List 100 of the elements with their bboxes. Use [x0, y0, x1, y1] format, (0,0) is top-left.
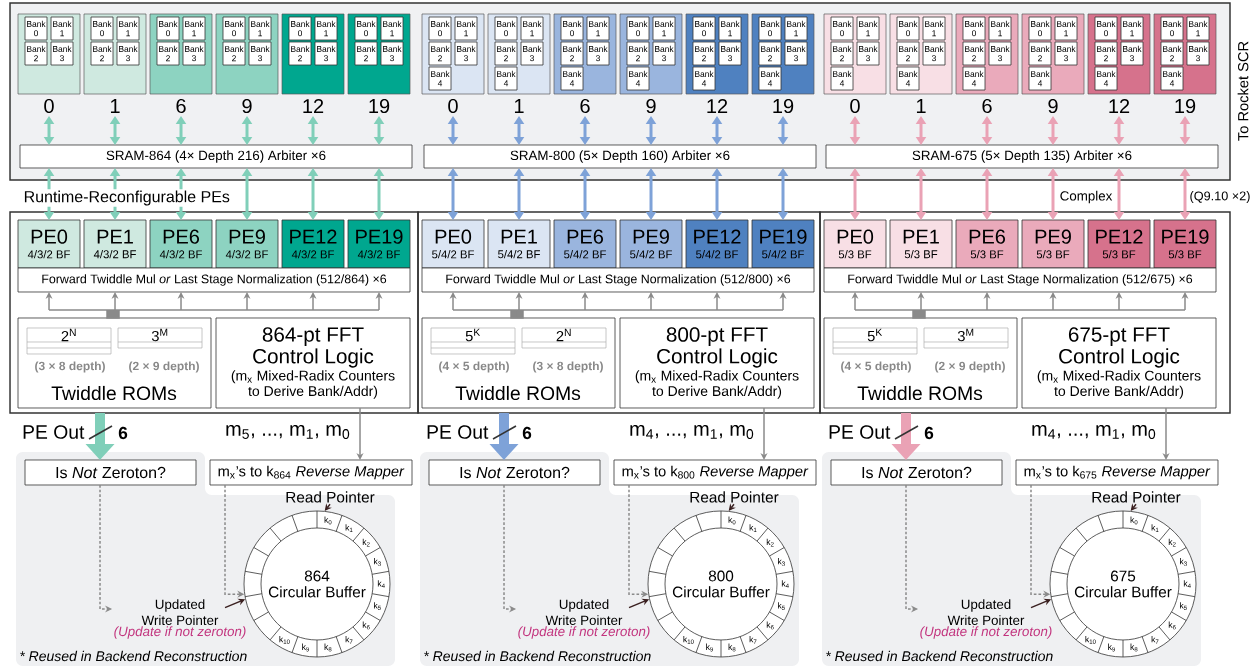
pe-box: PE12 5/4/2 BF — [685, 219, 749, 269]
bank-box: Bank 4 — [896, 66, 920, 91]
block-number: 6 — [580, 98, 590, 114]
segment-label: k$_{9}$ — [1108, 643, 1116, 652]
bank-box: Bank 0 — [494, 16, 518, 41]
segment-label: k$_{9}$ — [706, 643, 714, 652]
pe-box: PE6 5/4/2 BF — [553, 219, 617, 269]
block-number: 1 — [916, 99, 926, 113]
reverse-mapper-box: m$_{x}$’s to k$_{864}$ Reverse Mapper — [209, 459, 413, 486]
bank-box: Bank 0 — [156, 16, 180, 41]
pe-box: PE6 5/3 BF — [955, 219, 1019, 269]
bank-box: Bank 0 — [1160, 16, 1184, 41]
bank-box: Bank 0 — [626, 16, 650, 41]
bank-box: Bank 1 — [922, 16, 946, 41]
bank-box: Bank 0 — [90, 16, 114, 41]
data-format-label: Complex — [1060, 190, 1113, 204]
bank-box: Bank 0 — [896, 16, 920, 41]
rom-table: 2$^{N}$ — [521, 327, 607, 349]
segment-label: k$_{8}$ — [324, 643, 332, 652]
rom-table: 3$^{M}$ — [117, 327, 203, 349]
bank-box: Bank 1 — [1186, 16, 1210, 41]
segment-label: k$_{5}$ — [1180, 602, 1187, 610]
pe-box: PE1 4/3/2 BF — [83, 219, 147, 269]
bank-box: Bank 1 — [182, 16, 206, 41]
bus-width-label: 6 — [924, 426, 934, 440]
pe-panel — [417, 211, 821, 414]
bank-box: Bank 1 — [586, 16, 610, 41]
segment-label: k$_{5}$ — [778, 602, 785, 610]
bank-box: Bank 3 — [454, 41, 478, 66]
section-label: Runtime-Reconfigurable PEs — [22, 189, 232, 207]
segment-label: k$_{5}$ — [374, 602, 381, 610]
bank-box: Bank 2 — [962, 41, 986, 66]
pe-box: PE0 5/4/2 BF — [421, 219, 485, 269]
pe-box: PE9 4/3/2 BF — [215, 219, 279, 269]
segment-label: k$_{7}$ — [749, 636, 757, 644]
block-number: 19 — [369, 98, 390, 114]
bank-box: Bank 3 — [586, 41, 610, 66]
arrow — [1113, 116, 1125, 145]
bank-box: Bank 2 — [222, 41, 246, 66]
pe-box: PE0 4/3/2 BF — [17, 219, 81, 269]
bank-box: Bank 3 — [652, 41, 676, 66]
bank-box: Bank 4 — [962, 66, 986, 91]
bank-box: Bank 1 — [248, 16, 272, 41]
zeroton-check-box: Is Not Zeroton? — [24, 459, 197, 486]
bank-box: Bank 3 — [380, 41, 404, 66]
block-number: 9 — [1048, 98, 1058, 114]
block-number: 6 — [982, 98, 992, 114]
pe-box: PE19 4/3/2 BF — [347, 219, 411, 269]
arrow — [1047, 168, 1059, 220]
bank-box: Bank 2 — [1160, 41, 1184, 66]
arrow — [307, 116, 319, 145]
twiddle-multiplier-box: Forward Twiddle Mul or Last Stage Normalization (512/864) ×6 — [17, 267, 411, 293]
rom-table: 3$^{M}$ — [923, 327, 1009, 349]
segment-label: k$_{6}$ — [362, 621, 370, 630]
segment-label: k$_{2}$ — [1168, 538, 1176, 547]
arrow — [1179, 116, 1191, 145]
bank-box: Bank 2 — [1028, 41, 1052, 66]
arrow — [324, 503, 332, 511]
bank-box: Bank 3 — [856, 41, 880, 66]
segment-label: k$_{4}$ — [781, 580, 789, 588]
bank-box: Bank 0 — [288, 16, 312, 41]
arbiter-box: SRAM-800 (5× Depth 160) Arbiter ×6 — [423, 144, 817, 169]
bank-box: Bank 1 — [454, 16, 478, 41]
arrow — [447, 168, 459, 220]
bank-box: Bank 2 — [626, 41, 650, 66]
zeroton-check-box: Is Not Zeroton? — [830, 459, 1003, 486]
segment-label: k$_{3}$ — [1180, 558, 1187, 566]
pointer-label: Updated Write Pointer (Update if not zeroton) — [114, 599, 246, 639]
bank-box: Bank 3 — [520, 41, 544, 66]
bank-box: Bank 1 — [1120, 16, 1144, 41]
block-number: 0 — [44, 98, 54, 114]
segment-label: k$_{3}$ — [778, 558, 785, 566]
bank-box: Bank 0 — [24, 16, 48, 41]
bank-box: Bank 1 — [50, 16, 74, 41]
reverse-mapper-box: m$_{x}$’s to k$_{800}$ Reverse Mapper — [613, 459, 817, 486]
edge-label: m$_{4}$, ..., m$_{1}$, m$_{0}$ — [630, 425, 754, 440]
bank-box: Bank 3 — [50, 41, 74, 66]
pointer-label: Read Pointer — [286, 491, 375, 503]
segment-label: k$_{3}$ — [374, 558, 381, 566]
bank-box: Bank 1 — [520, 16, 544, 41]
bank-box: Bank 1 — [380, 16, 404, 41]
pe-box: PE19 5/3 BF — [1153, 219, 1217, 269]
bank-box: Bank 1 — [856, 16, 880, 41]
pe-box: PE19 5/4/2 BF — [751, 219, 815, 269]
arrow — [373, 168, 385, 220]
edge-label: PE Out — [23, 425, 85, 439]
arrow — [447, 116, 459, 145]
bank-box: Bank 0 — [222, 16, 246, 41]
pe-panel — [9, 211, 419, 414]
bank-box: Bank 0 — [1028, 16, 1052, 41]
bank-box: Bank 0 — [560, 16, 584, 41]
arrow — [1047, 116, 1059, 145]
segment-label: k$_{4}$ — [377, 580, 385, 588]
bank-box: Bank 2 — [428, 41, 452, 66]
bank-box: Bank 3 — [1054, 41, 1078, 66]
segment-label: k$_{10}$ — [1085, 635, 1096, 644]
arbiter-box: SRAM-675 (5× Depth 135) Arbiter ×6 — [825, 144, 1219, 169]
control-logic-box: 864-pt FFT Control Logic (m$_{x}$ Mixed-Radix Counters to Derive Bank/Addr) — [215, 317, 411, 409]
bank-box: Bank 0 — [428, 16, 452, 41]
segment-label: k$_{7}$ — [1151, 636, 1159, 644]
